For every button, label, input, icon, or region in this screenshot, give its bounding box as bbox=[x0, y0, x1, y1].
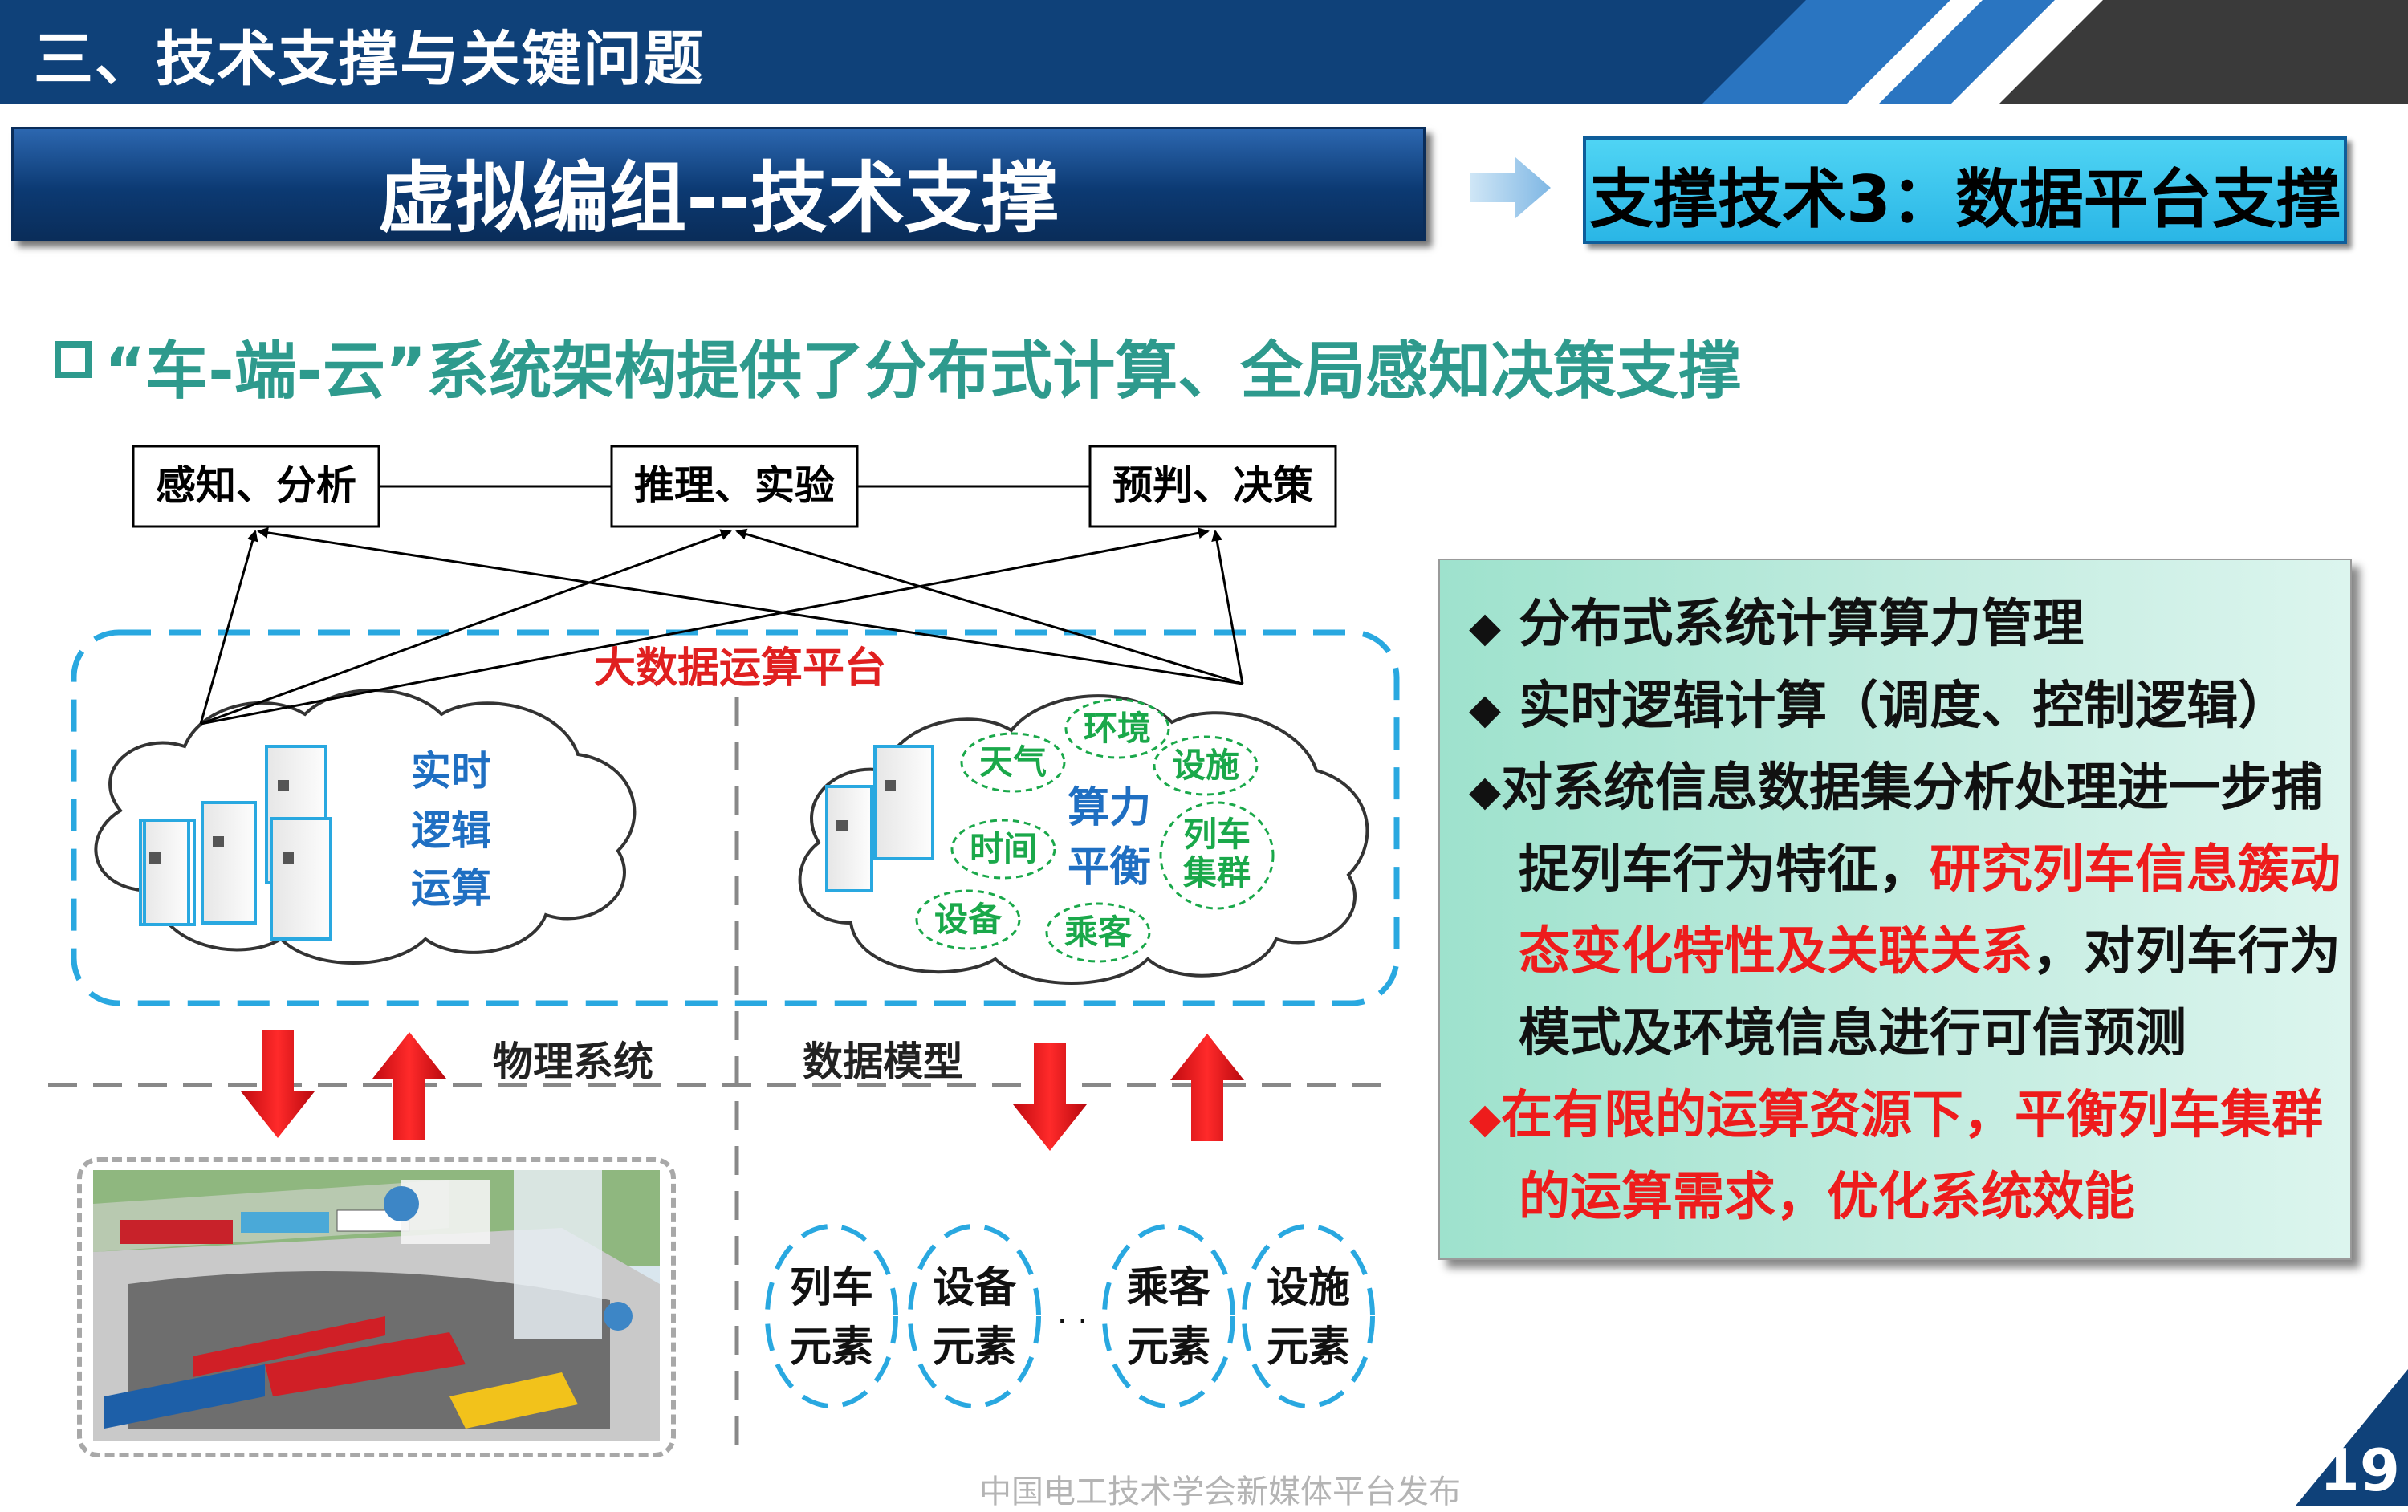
ellipsis: · · bbox=[1057, 1303, 1088, 1340]
element-facility-1: 设施 bbox=[1267, 1264, 1350, 1312]
physical-system-label: 物理系统 bbox=[493, 1038, 653, 1085]
bullet-heading: “车-端-云”系统架构提供了分布式计算、全局感知决策支撑 bbox=[104, 335, 1742, 408]
diamond-icon: ◆ bbox=[1469, 685, 1501, 734]
info-text: 对系统信息数据集分析处理进一步捕 bbox=[1501, 758, 2323, 818]
info-panel: ◆ 分布式系统计算算力管理 ◆ 实时逻辑计算（调度、控制逻辑） ◆对系统信息数据… bbox=[1438, 559, 2352, 1260]
right-arrow-icon bbox=[1470, 157, 1551, 218]
info-text: 模式及环境信息进行可信预测 bbox=[1519, 1004, 2186, 1063]
info-item-2: ◆ 实时逻辑计算（调度、控制逻辑） bbox=[1469, 665, 2289, 738]
tag-passenger: 乘客 bbox=[1064, 912, 1132, 952]
platform-label: 大数据运算平台 bbox=[594, 644, 886, 693]
compute-balance-text-1: 算力 bbox=[1068, 784, 1151, 832]
info-item-3: ◆对系统信息数据集分析处理进一步捕 bbox=[1469, 746, 2323, 820]
server-detail bbox=[149, 780, 294, 864]
element-train-2: 元素 bbox=[790, 1323, 873, 1372]
element-device-1: 设备 bbox=[933, 1264, 1017, 1312]
info-text-highlight: 研究列车信息簇动 bbox=[1930, 840, 2341, 900]
page-number: 19 bbox=[2319, 1437, 2400, 1504]
header-stripe-blue bbox=[1702, 0, 1950, 104]
element-passenger-2: 元素 bbox=[1127, 1323, 1210, 1372]
tag-time: 时间 bbox=[970, 829, 1037, 868]
footer-credit: 中国电工技术学会新媒体平台发布 bbox=[979, 1473, 1461, 1510]
tag-environment: 环境 bbox=[1084, 709, 1151, 748]
compute-balance-text-2: 平衡 bbox=[1068, 843, 1151, 892]
section-header bbox=[0, 0, 2408, 104]
up-arrow-icon bbox=[1170, 1034, 1244, 1141]
header-stripe-blue-2 bbox=[1878, 0, 2055, 104]
info-text-highlight: 的运算需求，优化系统效能 bbox=[1519, 1168, 2135, 1227]
info-item-1: ◆ 分布式系统计算算力管理 bbox=[1469, 583, 2084, 656]
tech-label: 支撑技术3：数据平台支撑 bbox=[1589, 162, 2341, 237]
info-text: 分布式系统计算算力管理 bbox=[1519, 595, 2085, 654]
tag-equipment: 设备 bbox=[934, 900, 1003, 939]
element-facility-2: 元素 bbox=[1267, 1323, 1350, 1372]
bullet-square-icon bbox=[55, 341, 92, 378]
info-item-4: ◆在有限的运算资源下，平衡列车集群 bbox=[1469, 1074, 2323, 1148]
top-box-reasoning: 推理、实验 bbox=[610, 445, 859, 528]
section-title: 三、技术支撑与关键问题 bbox=[34, 25, 705, 94]
info-text-highlight: 在有限的运算资源下，平衡列车集群 bbox=[1501, 1086, 2323, 1145]
server-icon bbox=[825, 745, 934, 892]
tech-label-box: 支撑技术3：数据平台支撑 bbox=[1583, 136, 2347, 244]
top-box-label: 感知、分析 bbox=[156, 462, 356, 509]
station-illustration bbox=[93, 1170, 660, 1441]
up-arrow-icon bbox=[372, 1032, 446, 1140]
down-arrow-icon bbox=[1013, 1043, 1087, 1151]
top-box-perception: 感知、分析 bbox=[132, 445, 380, 528]
top-box-label: 推理、实验 bbox=[634, 462, 835, 509]
info-line-4: 捉列车行为特征，研究列车信息簇动 bbox=[1519, 828, 2341, 902]
header-bar bbox=[0, 0, 1806, 104]
station-image-frame bbox=[77, 1157, 676, 1457]
tag-weather: 天气 bbox=[979, 742, 1047, 782]
diamond-icon: ◆ bbox=[1469, 604, 1501, 652]
info-text: ，对列车行为 bbox=[2032, 922, 2341, 982]
server-icon bbox=[139, 745, 332, 941]
element-device-2: 元素 bbox=[933, 1323, 1016, 1372]
subtitle-text: 虚拟编组--技术支撑 bbox=[378, 153, 1059, 243]
element-passenger-1: 乘客 bbox=[1127, 1264, 1210, 1312]
info-text: 捉列车行为特征， bbox=[1519, 840, 1930, 900]
info-text: 实时逻辑计算（调度、控制逻辑） bbox=[1519, 677, 2290, 736]
info-line-5: 态变化特性及关联关系，对列车行为 bbox=[1519, 910, 2341, 984]
info-line-8: 的运算需求，优化系统效能 bbox=[1519, 1156, 2135, 1230]
data-model-label: 数据模型 bbox=[803, 1038, 963, 1085]
diamond-icon: ◆ bbox=[1469, 767, 1501, 815]
down-arrow-icon bbox=[241, 1030, 315, 1138]
top-box-decision: 预判、决策 bbox=[1088, 445, 1337, 528]
left-cloud-text-1: 实时 bbox=[411, 748, 491, 795]
info-line-6: 模式及环境信息进行可信预测 bbox=[1519, 992, 2186, 1066]
info-text-highlight: 态变化特性及关联关系 bbox=[1519, 922, 2032, 982]
top-box-label: 预判、决策 bbox=[1112, 462, 1313, 509]
left-cloud-text-2: 逻辑 bbox=[411, 807, 491, 854]
architecture-diagram: 感知、分析 推理、实验 预判、决策 大数据运算平台 实 bbox=[48, 445, 1400, 1445]
header-stripe-dark bbox=[1999, 0, 2408, 104]
tag-train: 列车 bbox=[1183, 815, 1251, 854]
diamond-icon: ◆ bbox=[1469, 1095, 1501, 1143]
page-number-corner bbox=[2296, 1369, 2408, 1506]
element-circles bbox=[765, 1224, 1375, 1408]
left-cloud-text-3: 运算 bbox=[411, 865, 491, 912]
tag-facility: 设施 bbox=[1172, 746, 1239, 785]
element-train-1: 列车 bbox=[790, 1264, 873, 1312]
platform-boundary bbox=[71, 629, 1400, 1006]
cloud-tag-ovals bbox=[915, 698, 1275, 963]
server-detail bbox=[836, 780, 896, 831]
subtitle-banner: 虚拟编组--技术支撑 bbox=[11, 127, 1426, 243]
tag-cluster: 集群 bbox=[1182, 853, 1251, 892]
